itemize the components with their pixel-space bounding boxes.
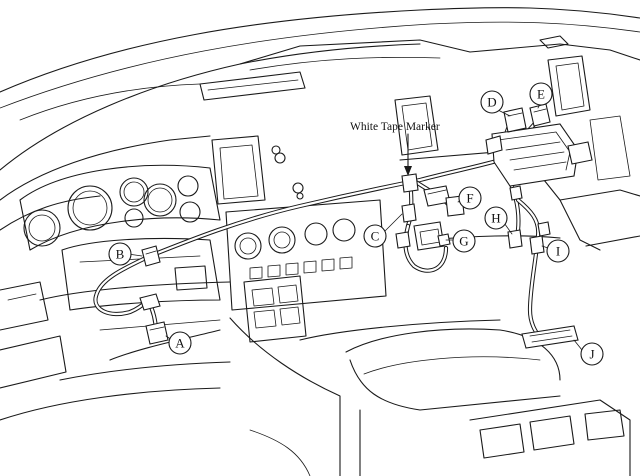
callout-b-circle — [108, 242, 132, 266]
caption-arrow-head — [404, 166, 412, 176]
callout-j-circle — [580, 342, 604, 366]
connector-f — [423, 185, 465, 217]
wiring-harness — [93, 115, 543, 341]
callout-b-label: B — [116, 247, 125, 262]
callout-g-circle — [452, 229, 476, 253]
callout-a-label: A — [175, 336, 185, 351]
dashboard-outline — [0, 7, 640, 476]
callout-f-label: F — [466, 191, 473, 206]
connector-b — [141, 245, 161, 267]
leader-j — [573, 339, 583, 351]
leader-c — [383, 213, 403, 233]
callout-g: G — [452, 229, 476, 253]
callout-a-circle — [168, 331, 192, 355]
connector-d — [503, 107, 527, 133]
callout-j-label: J — [589, 347, 594, 362]
junction-block — [485, 123, 593, 187]
connector-e — [529, 103, 551, 127]
callout-c-label: C — [371, 229, 380, 244]
callout-i-label: I — [556, 244, 560, 259]
callout-g-label: G — [459, 234, 468, 249]
callout-c: C — [363, 224, 387, 248]
connector-a — [139, 293, 169, 345]
connector-h — [507, 185, 523, 249]
tape-marker — [401, 173, 419, 193]
callout-i-circle — [546, 239, 570, 263]
callout-d: D — [480, 90, 504, 114]
harness-connectors — [139, 103, 593, 349]
leader-d — [497, 109, 511, 117]
caption-text: White Tape Marker — [350, 121, 440, 133]
callout-d-circle — [480, 90, 504, 114]
callout-f: F — [458, 186, 482, 210]
callout-e-label: E — [537, 87, 545, 102]
callout-b: B — [108, 242, 132, 266]
callout-f-circle — [458, 186, 482, 210]
white-tape-marker-caption: White Tape Marker — [350, 121, 440, 176]
callout-a: A — [168, 331, 192, 355]
connector-i — [529, 221, 551, 255]
callout-j: J — [580, 342, 604, 366]
callout-e: E — [529, 82, 553, 106]
callout-h-label: H — [491, 211, 500, 226]
callout-c-circle — [363, 224, 387, 248]
callout-e-circle — [529, 82, 553, 106]
callout-h-circle — [484, 206, 508, 230]
connector-j — [521, 325, 579, 349]
connector-c — [401, 203, 417, 223]
connector-g — [395, 221, 451, 251]
callout-h: H — [484, 206, 508, 230]
callout-d-label: D — [487, 95, 496, 110]
callout-i: I — [546, 239, 570, 263]
